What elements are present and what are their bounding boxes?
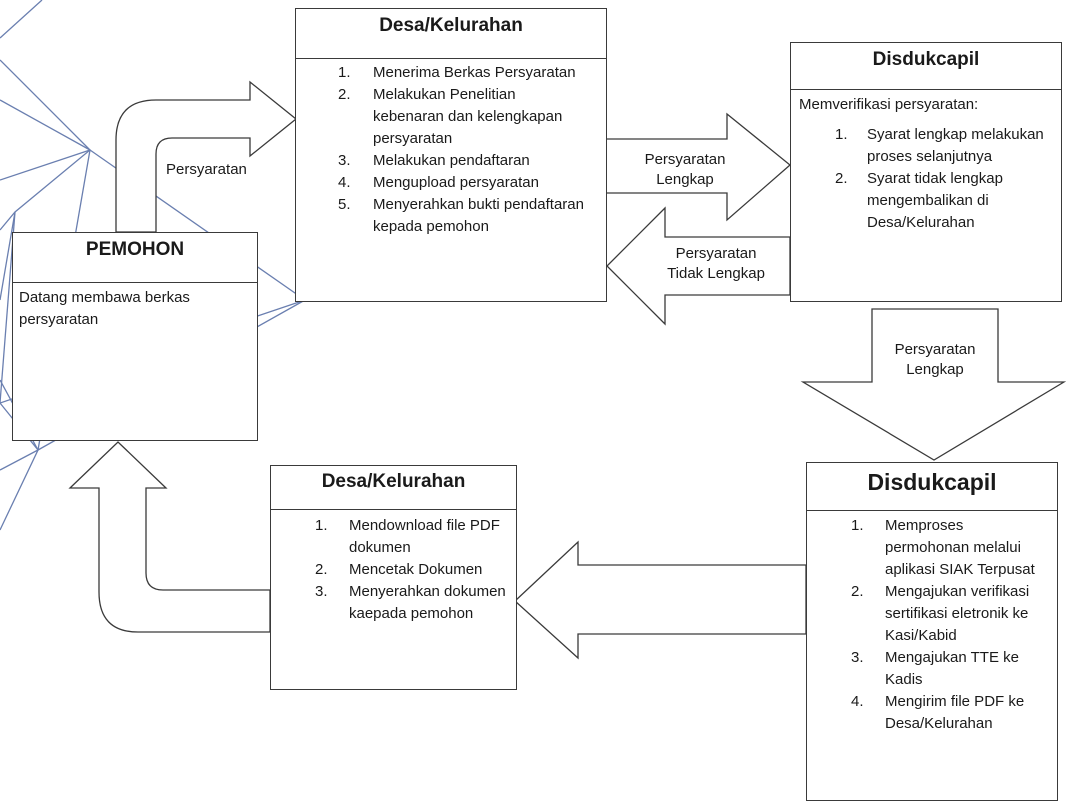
disduk-bottom-list: 1.Memproses permohonan melalui aplikasi … [807, 511, 1057, 735]
arrow-desa-to-pemohon [68, 441, 271, 633]
list-item: 5.Menyerahkan bukti pendaftaran kepada p… [338, 196, 584, 235]
label-line: Tidak Lengkap [667, 265, 765, 282]
label-line: Lengkap [906, 361, 964, 378]
pemohon-text: Datang membawa berkas persyaratan [19, 289, 190, 328]
list-item: 2.Mencetak Dokumen [315, 561, 483, 578]
disduk-bottom-title: Disdukcapil [807, 463, 1057, 511]
label-line: Persyaratan [675, 245, 757, 262]
desa-top-list: 1.Menerima Berkas Persyaratan 2.Melakuka… [296, 59, 606, 238]
list-item: 3.Menyerahkan dokumen kaepada pemohon [315, 583, 506, 622]
list-item: 2.Melakukan Penelitian kebenaran dan kel… [338, 86, 563, 147]
label-line: Persyaratan [644, 151, 726, 168]
arrow-lengkap-down [800, 308, 1066, 461]
list-item: 1.Memproses permohonan melalui aplikasi … [851, 517, 1035, 578]
label-lengkap-right: Persyaratan Lengkap [625, 150, 745, 190]
list-item: 1.Menerima Berkas Persyaratan [338, 64, 576, 81]
list-item: 3.Melakukan pendaftaran [338, 152, 530, 169]
arrow-pemohon-to-desa [115, 80, 298, 233]
desa-bottom-box: Desa/Kelurahan 1.Mendownload file PDF do… [270, 465, 517, 690]
pemohon-title: PEMOHON [13, 233, 257, 283]
desa-top-title: Desa/Kelurahan [296, 9, 606, 59]
list-item: 2.Syarat tidak lengkap mengembalikan di … [835, 170, 1003, 231]
pemohon-box: PEMOHON Datang membawa berkas persyarata… [12, 232, 258, 441]
label-lengkap-down: Persyaratan Lengkap [874, 340, 996, 380]
disduk-top-box: Disdukcapil Memverifikasi persyaratan: 1… [790, 42, 1062, 302]
disduk-top-intro: Memverifikasi persyaratan: [799, 96, 979, 113]
disduk-top-list: 1.Syarat lengkap melakukan proses selanj… [791, 120, 1061, 234]
arrow-pdf-left [514, 540, 807, 660]
label-persyaratan: Persyaratan [166, 161, 247, 178]
list-item: 1.Syarat lengkap melakukan proses selanj… [835, 126, 1044, 165]
desa-top-box: Desa/Kelurahan 1.Menerima Berkas Persyar… [295, 8, 607, 302]
arrow-tidak-lengkap-left [606, 206, 791, 326]
desa-bottom-title: Desa/Kelurahan [271, 466, 516, 510]
disduk-bottom-box: Disdukcapil 1.Memproses permohonan melal… [806, 462, 1058, 801]
label-line: Persyaratan [894, 341, 976, 358]
disduk-top-title: Disdukcapil [791, 43, 1061, 90]
arrow-lengkap-right [602, 112, 792, 222]
list-item: 3.Mengajukan TTE ke Kadis [851, 649, 1019, 688]
list-item: 2.Mengajukan verifikasi sertifikasi elet… [851, 583, 1030, 644]
desa-bottom-list: 1.Mendownload file PDF dokumen 2.Menceta… [271, 510, 516, 625]
label-tidak-lengkap: Persyaratan Tidak Lengkap [652, 244, 780, 284]
list-item: 1.Mendownload file PDF dokumen [315, 517, 500, 556]
list-item: 4.Mengirim file PDF ke Desa/Kelurahan [851, 693, 1025, 732]
list-item: 4.Mengupload persyaratan [338, 174, 539, 191]
label-line: Lengkap [656, 171, 714, 188]
